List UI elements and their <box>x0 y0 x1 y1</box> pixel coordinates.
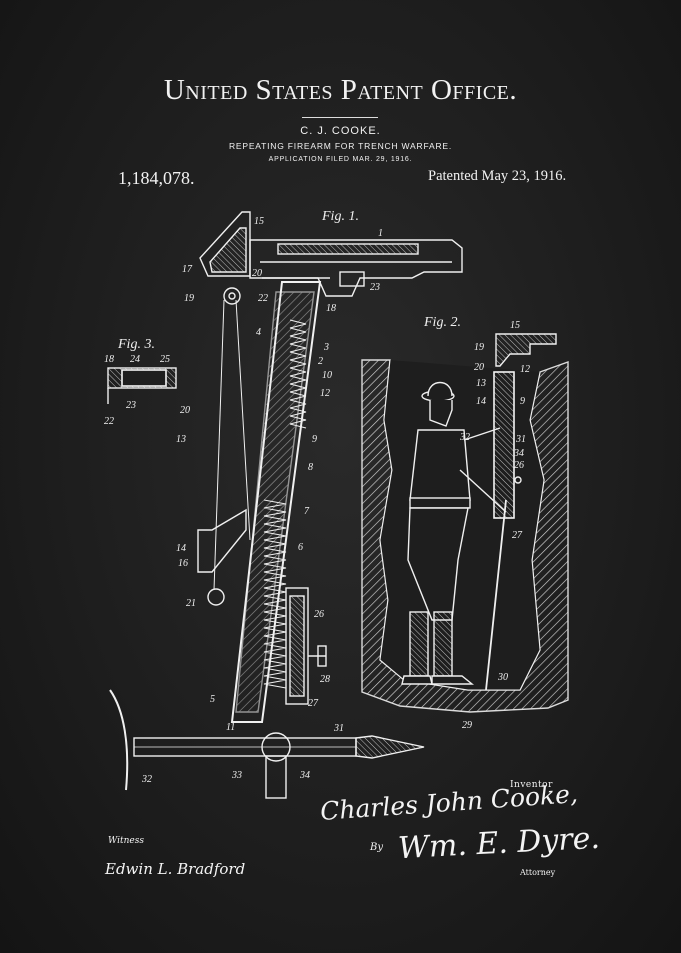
svg-text:9: 9 <box>520 396 525 407</box>
soldier-figure <box>401 381 507 685</box>
side-clamp <box>285 587 309 705</box>
svg-text:8: 8 <box>308 462 313 473</box>
svg-text:23: 23 <box>370 282 380 293</box>
svg-text:29: 29 <box>462 720 472 731</box>
title-divider <box>302 117 378 118</box>
patent-number: 1,184,078. <box>118 168 195 188</box>
svg-text:13: 13 <box>176 434 186 445</box>
svg-text:24: 24 <box>130 354 140 365</box>
figure-2-label: Fig. 2. <box>423 315 461 330</box>
svg-text:6: 6 <box>298 542 303 553</box>
svg-text:16: 16 <box>178 558 188 569</box>
pistol-drawing <box>223 239 463 305</box>
svg-text:3: 3 <box>323 342 329 353</box>
svg-text:31: 31 <box>333 723 344 734</box>
svg-text:1: 1 <box>378 228 383 239</box>
svg-text:26: 26 <box>514 460 524 471</box>
svg-text:20: 20 <box>180 405 190 416</box>
svg-text:11: 11 <box>226 722 235 733</box>
svg-text:17: 17 <box>182 264 193 275</box>
svg-text:27: 27 <box>308 698 319 709</box>
svg-text:22: 22 <box>104 416 114 427</box>
svg-text:5: 5 <box>210 694 215 705</box>
svg-text:2: 2 <box>318 356 323 367</box>
upper-mirror <box>209 227 247 273</box>
figure-2-trench-scene <box>361 333 569 713</box>
patented-date: Patented May 23, 1916. <box>428 168 567 184</box>
figure-2-firearm <box>485 333 557 691</box>
pull-ring <box>207 588 225 606</box>
lower-mirror-housing <box>197 508 247 573</box>
reference-numerals: 1 15 17 20 19 22 23 18 4 3 2 10 12 9 8 7… <box>104 216 530 785</box>
pulley-wheel <box>223 287 241 305</box>
svg-text:12: 12 <box>320 388 330 399</box>
svg-text:19: 19 <box>474 342 484 353</box>
attorney-label: Attorney <box>520 868 556 877</box>
svg-text:4: 4 <box>256 327 261 338</box>
svg-text:12: 12 <box>520 364 530 375</box>
figure-1-label: Fig. 1. <box>321 209 359 224</box>
svg-text:18: 18 <box>326 303 336 314</box>
svg-text:15: 15 <box>510 320 520 331</box>
witness-signature: Edwin L. Bradford <box>105 860 246 878</box>
svg-text:21: 21 <box>186 598 196 609</box>
svg-text:14: 14 <box>476 396 486 407</box>
svg-text:14: 14 <box>176 543 186 554</box>
svg-text:25: 25 <box>160 354 170 365</box>
svg-text:34: 34 <box>299 770 310 781</box>
svg-text:23: 23 <box>126 400 136 411</box>
svg-text:22: 22 <box>258 293 268 304</box>
svg-text:34: 34 <box>513 448 524 459</box>
svg-text:7: 7 <box>304 506 310 517</box>
svg-text:30: 30 <box>497 672 508 683</box>
figure-3-detail <box>107 367 177 404</box>
patent-office-title: United States Patent Office. <box>163 74 518 106</box>
svg-text:32: 32 <box>141 774 152 785</box>
svg-text:13: 13 <box>476 378 486 389</box>
by-label: By <box>370 842 383 853</box>
svg-text:9: 9 <box>312 434 317 445</box>
inventor-name: C. J. COOKE. <box>300 125 381 137</box>
svg-text:18: 18 <box>104 354 114 365</box>
svg-text:32: 32 <box>459 432 470 443</box>
svg-text:26: 26 <box>314 609 324 620</box>
figure-3-label: Fig. 3. <box>117 337 155 352</box>
svg-text:20: 20 <box>252 268 262 279</box>
svg-text:20: 20 <box>474 362 484 373</box>
svg-text:31: 31 <box>515 434 526 445</box>
svg-text:33: 33 <box>231 770 242 781</box>
svg-text:15: 15 <box>254 216 264 227</box>
svg-text:19: 19 <box>184 293 194 304</box>
magazine-spring <box>263 319 307 689</box>
figure-1-periscope-rifle <box>107 211 463 799</box>
svg-text:10: 10 <box>322 370 332 381</box>
inventor-label: Inventor <box>510 780 553 790</box>
svg-text:28: 28 <box>320 674 330 685</box>
witness-label: Witness <box>108 836 144 846</box>
application-filed-date: APPLICATION FILED MAR. 29, 1916. <box>268 156 413 163</box>
support-pole <box>109 689 425 799</box>
svg-text:27: 27 <box>512 530 523 541</box>
invention-title: REPEATING FIREARM FOR TRENCH WARFARE. <box>228 141 453 151</box>
